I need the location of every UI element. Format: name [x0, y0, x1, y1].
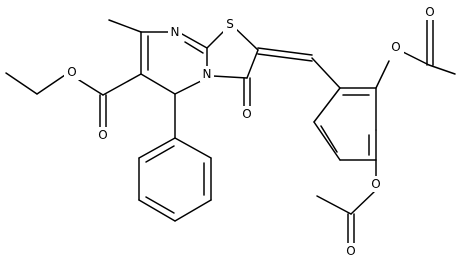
bond-ph-inner-b: [145, 196, 175, 214]
bond-ph-3-4: [174, 199, 212, 222]
bond-ester-c-oether: [78, 79, 104, 96]
bond-o2-c: [350, 191, 375, 215]
bond-ph-6-1: [138, 137, 176, 159]
bond-ac2-c-me: [316, 195, 352, 215]
atom-label-o-acetoxy2-carbonyl: O: [346, 244, 355, 258]
atom-label-o-acetoxy1-ether: O: [391, 40, 400, 54]
bond-oether-ch2: [36, 74, 66, 95]
bond-ph-inner-c: [145, 145, 175, 163]
bond-n8-c8a-inner: [184, 41, 204, 54]
bond-ac1-c-me: [428, 64, 456, 75]
bond-exo-double-b: [257, 53, 313, 62]
bond-methyl: [108, 19, 142, 33]
bond-exo-double-a: [257, 47, 313, 56]
bond-ch2-ch3: [5, 72, 38, 95]
atom-label-o-ester-carbonyl: O: [98, 128, 107, 142]
atom-label-layer: N N S O O O O O O O: [64, 4, 438, 259]
bond-c2-c3: [246, 49, 259, 79]
bond-c6-ester-c: [102, 73, 142, 96]
bond-c3-n4: [212, 75, 248, 79]
atom-label-s-thiazole: S: [226, 17, 234, 31]
bond-ph-4-5: [138, 199, 176, 222]
bond-ph-1-2: [174, 137, 212, 159]
atom-label-o-ketone: O: [242, 107, 251, 121]
bond-s1-c2: [234, 27, 259, 51]
atom-label-o-acetoxy1-carbonyl: O: [425, 5, 434, 19]
bond-n8-c8a: [181, 33, 208, 49]
bond-c5-c6: [140, 73, 176, 95]
bond-ar-o1: [375, 60, 390, 89]
atom-label-n-pyrimidine: N: [171, 25, 180, 39]
bond-o1-c: [402, 51, 430, 66]
atom-label-o-ester-ether: O: [67, 65, 76, 79]
bond-ar-f-a: [313, 87, 341, 123]
bond-ch-aryl: [311, 57, 341, 89]
bond-ar-inner-c: [320, 125, 338, 153]
bond-ar-e-f: [313, 121, 341, 161]
atom-label-n-fused: N: [203, 67, 212, 81]
bond-c8a-s1: [206, 29, 226, 49]
atom-label-o-acetoxy2-ether: O: [371, 177, 380, 191]
bond-layer: [5, 19, 456, 244]
bond-n4-c5: [174, 80, 202, 95]
